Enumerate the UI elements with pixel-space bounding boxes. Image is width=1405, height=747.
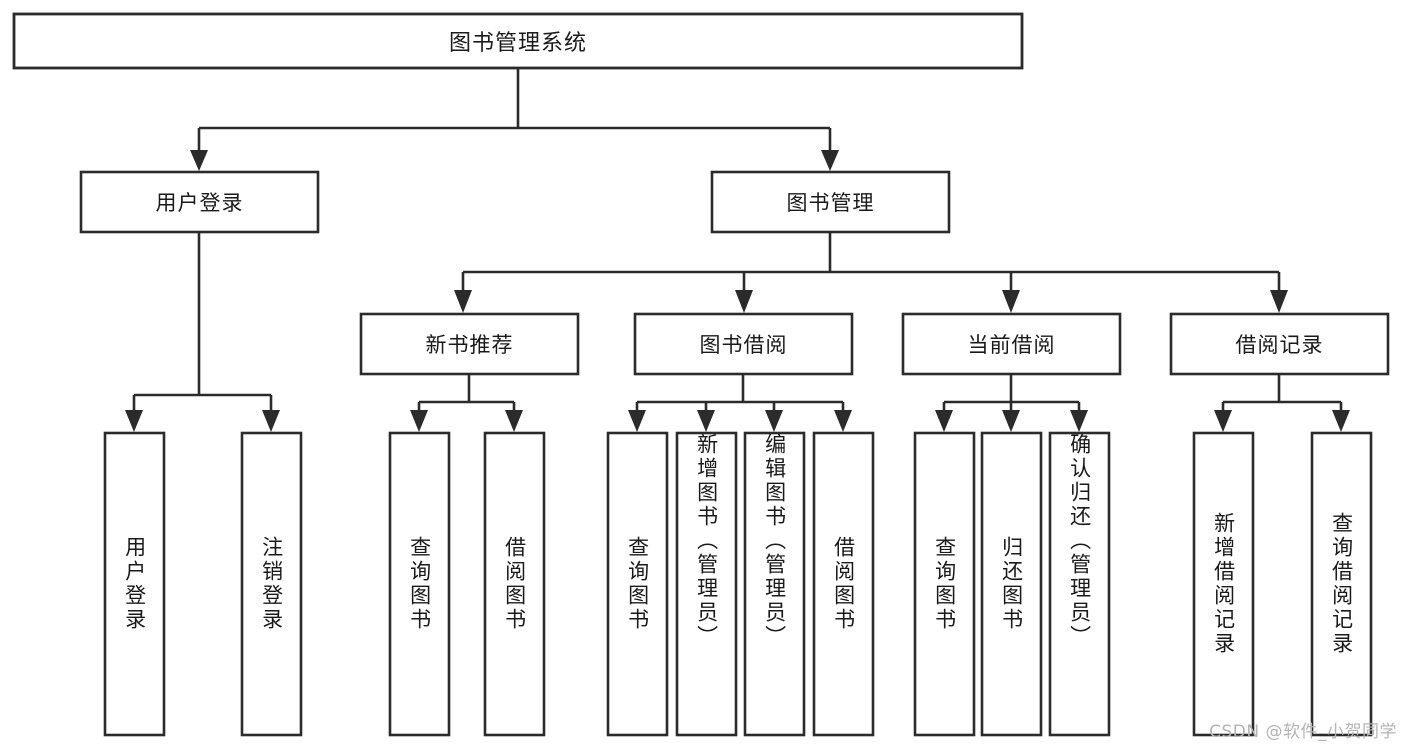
arrowhead-leaf-book-borrow-2 (697, 410, 715, 432)
arrowhead-book-mgmt (821, 150, 839, 171)
node-book-management[interactable] (710, 170, 951, 234)
arrowhead-new-book (454, 290, 472, 313)
arrowhead-current-borrow (1002, 290, 1020, 313)
arrowhead-leaf-current-borrow-2 (1002, 410, 1020, 432)
node-user-login[interactable] (79, 170, 320, 234)
csdn-watermark: CSDN @软件_小贺同学 (1209, 722, 1397, 742)
arrowhead-leaf-current-borrow-3 (1070, 410, 1088, 432)
arrowhead-leaf-new-book-2 (505, 410, 523, 432)
leaf-box-user-login-2[interactable] (240, 431, 303, 737)
node-borrow-record[interactable] (1169, 312, 1390, 376)
leaf-box-book-borrow-4[interactable] (812, 431, 875, 737)
leaf-box-borrow-record-2[interactable] (1310, 431, 1373, 737)
leaf-box-new-book-1[interactable] (388, 431, 451, 737)
arrowhead-leaf-new-book-1 (410, 410, 428, 432)
arrowhead-leaf-book-borrow-4 (834, 410, 852, 432)
arrowhead-leaf-book-borrow-1 (628, 410, 646, 432)
arrowhead-user-login (190, 150, 208, 171)
node-new-book-recommend[interactable] (359, 312, 580, 376)
leaf-box-book-borrow-2[interactable] (675, 431, 738, 737)
leaf-box-user-login-1[interactable] (103, 431, 166, 737)
node-current-borrow[interactable] (901, 312, 1122, 376)
node-book-borrow[interactable] (633, 312, 854, 376)
arrowhead-leaf-current-borrow-1 (935, 410, 953, 432)
arrowhead-leaf-user-login-1 (125, 410, 143, 432)
leaf-box-current-borrow-2[interactable] (980, 431, 1043, 737)
arrowhead-leaf-borrow-record-2 (1332, 410, 1350, 432)
leaf-box-book-borrow-3[interactable] (743, 431, 806, 737)
leaf-box-book-borrow-1[interactable] (606, 431, 669, 737)
leaf-box-borrow-record-1[interactable] (1192, 431, 1255, 737)
arrowhead-leaf-book-borrow-3 (765, 410, 783, 432)
leaf-box-current-borrow-3[interactable] (1048, 431, 1111, 737)
arrowhead-borrow-record (1270, 290, 1288, 313)
arrowhead-leaf-user-login-2 (262, 410, 280, 432)
arrowhead-leaf-borrow-record-1 (1214, 410, 1232, 432)
node-root-system[interactable] (12, 12, 1024, 70)
leaf-box-current-borrow-1[interactable] (913, 431, 976, 737)
arrowhead-book-borrow (735, 290, 753, 313)
leaf-box-new-book-2[interactable] (483, 431, 546, 737)
